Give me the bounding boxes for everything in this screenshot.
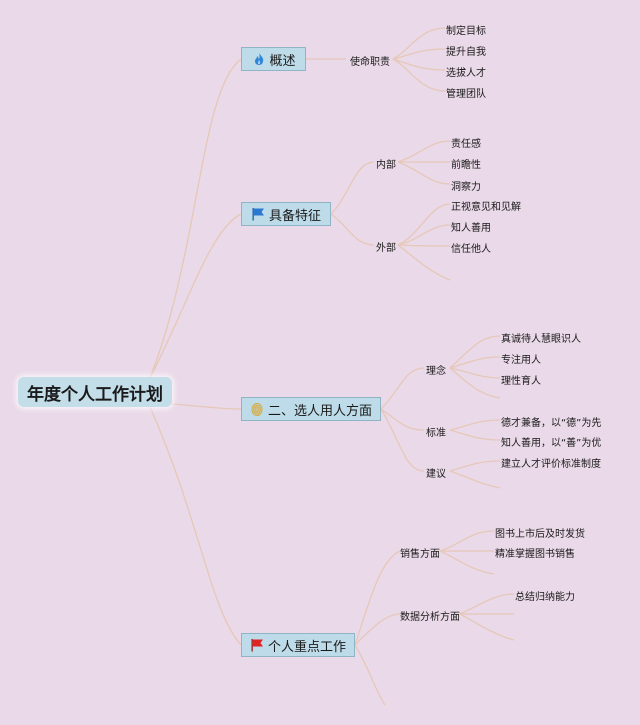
leaf-topic[interactable]: 图书上市后及时发货 (495, 529, 585, 540)
subtopic-internal[interactable]: 内部 (376, 160, 396, 171)
leaf-topic[interactable]: 知人善用 (451, 223, 491, 234)
leaf-topic[interactable]: 理性育人 (501, 376, 541, 387)
leaf-topic[interactable]: 建立人才评价标准制度 (501, 459, 601, 470)
branch-key-work[interactable]: 个人重点工作 (241, 633, 355, 657)
leaf-topic[interactable]: 德才兼备，以“德”为先 (501, 418, 602, 429)
leaf-topic[interactable]: 责任感 (451, 139, 481, 150)
root-topic[interactable]: 年度个人工作计划 (18, 377, 172, 407)
branch-talent-selection[interactable]: 二、选人用人方面 (241, 397, 381, 421)
fire-icon (254, 53, 263, 65)
branch-overview[interactable]: 概述 (241, 47, 306, 71)
subtopic-sales[interactable]: 销售方面 (400, 549, 440, 560)
subtopic-external[interactable]: 外部 (376, 243, 396, 254)
leaf-topic[interactable]: 前瞻性 (451, 160, 481, 171)
branch-characteristics[interactable]: 具备特征 (241, 202, 331, 226)
blue-flag-icon (252, 208, 264, 221)
leaf-topic[interactable]: 正视意见和见解 (451, 202, 521, 213)
fingerprint-icon (251, 403, 263, 416)
branch-label: 二、选人用人方面 (268, 403, 373, 419)
leaf-topic[interactable]: 制定目标 (446, 26, 486, 37)
subtopic-standard[interactable]: 标准 (426, 428, 446, 439)
branch-label: 概述 (269, 53, 296, 69)
leaf-topic[interactable]: 精准掌握图书销售 (495, 549, 575, 560)
leaf-topic[interactable]: 选拔人才 (446, 68, 486, 79)
connector-lines (149, 27, 515, 706)
subtopic-data-analysis[interactable]: 数据分析方面 (400, 612, 460, 623)
red-flag-icon (251, 639, 263, 652)
subtopic-suggestion[interactable]: 建议 (426, 469, 446, 480)
subtopic-mission[interactable]: 使命职责 (350, 57, 390, 68)
leaf-topic[interactable]: 管理团队 (446, 89, 486, 100)
leaf-topic[interactable]: 知人善用，以“善”为优 (501, 438, 602, 449)
leaf-topic[interactable]: 真诚待人慧眼识人 (501, 334, 581, 345)
leaf-topic[interactable]: 洞察力 (451, 182, 481, 193)
leaf-topic[interactable]: 信任他人 (451, 244, 491, 255)
leaf-topic[interactable]: 专注用人 (501, 355, 541, 366)
subtopic-philosophy[interactable]: 理念 (426, 366, 446, 377)
branch-label: 个人重点工作 (268, 639, 347, 655)
leaf-topic[interactable]: 总结归纳能力 (515, 592, 575, 603)
leaf-topic[interactable]: 提升自我 (446, 47, 486, 58)
branch-label: 具备特征 (269, 208, 322, 224)
